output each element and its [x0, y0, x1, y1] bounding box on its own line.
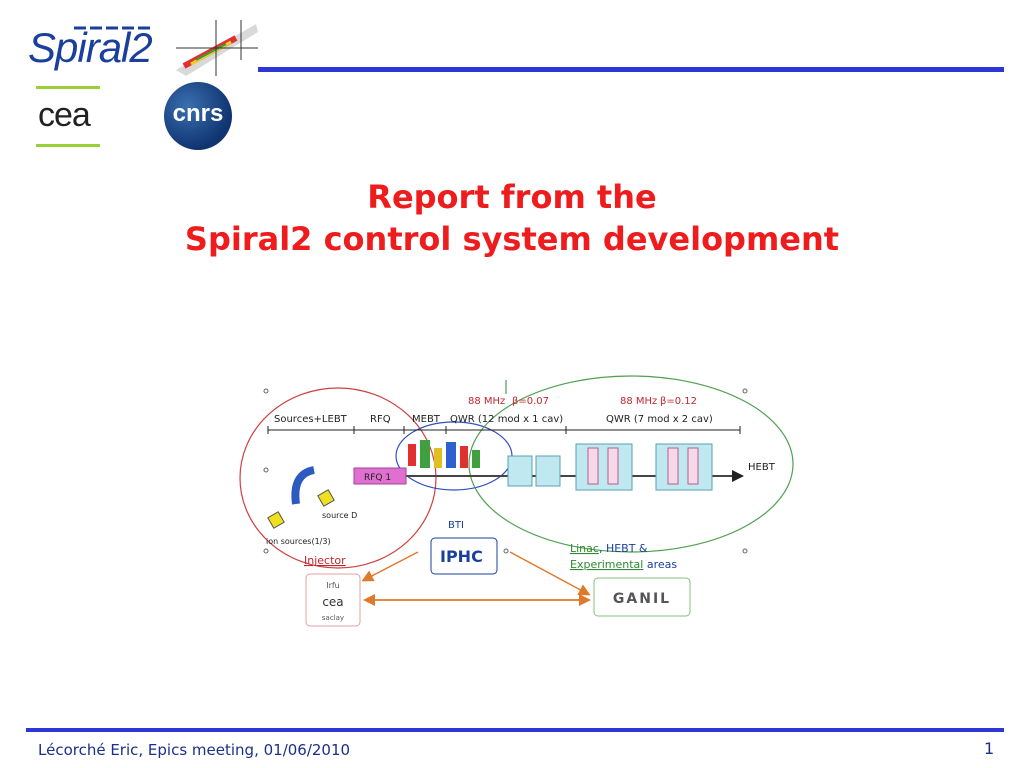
ion-source-d — [317, 489, 335, 507]
spiral2-logo — [26, 20, 258, 78]
section-rfq: RFQ — [370, 414, 391, 425]
irfu-line-3: saclay — [322, 614, 344, 622]
handle-dot — [503, 548, 509, 554]
title-line-1: Report from the — [367, 178, 657, 216]
experimental-label: Experimental areas — [570, 558, 677, 571]
footer-rule — [26, 728, 1004, 732]
cnrs-logo-text: cnrs — [172, 100, 224, 127]
freq2-label: 88 MHz — [620, 396, 657, 407]
experimental-rest: areas — [643, 558, 677, 571]
cnrs-logo — [164, 82, 232, 150]
linac-rest-1: , HEBT & — [599, 542, 648, 555]
spiral2-logo-graphic — [74, 20, 258, 76]
title-line-2: Spiral2 control system development — [184, 220, 840, 258]
mebt-elements — [408, 440, 480, 468]
ion-sources-label: ion sources(1/3) — [266, 537, 331, 546]
ion-source-1 — [267, 511, 285, 529]
injector-label: Injector — [304, 554, 346, 567]
spiral2-logo-text: Spiral2 — [28, 24, 153, 71]
ganil-logo-text: GANIL — [613, 591, 671, 607]
irfu-line-1: Irfu — [326, 581, 340, 590]
header-rule — [258, 67, 1004, 72]
arrow-iphc-ganil — [509, 551, 591, 596]
section-sources: Sources+LEBT — [274, 414, 348, 425]
source-bend — [291, 466, 316, 505]
injector-ellipse — [239, 387, 437, 569]
handle-dot — [742, 548, 748, 554]
beta1-label: β=0.07 — [512, 396, 549, 407]
linac-label: Linac, HEBT & — [570, 542, 648, 555]
handle-dot — [263, 467, 269, 473]
arrow-iphc-irfu — [361, 551, 419, 582]
cea-logo-rule-top — [36, 86, 100, 89]
slide-title: Report from the Spiral2 control system d… — [0, 176, 1024, 260]
page-number: 1 — [984, 739, 995, 758]
bti-label: BTI — [448, 520, 464, 531]
qwr2-modules — [575, 443, 713, 491]
source-d-label: source D — [322, 511, 357, 520]
iphc-logo-box — [430, 537, 498, 575]
handle-dot — [263, 548, 269, 554]
hebt-label: HEBT — [748, 462, 776, 473]
cea-logo-rule-bottom — [36, 144, 100, 147]
linac-ellipse — [468, 375, 794, 553]
handle-dot — [263, 388, 269, 394]
handle-dot — [742, 388, 748, 394]
rfq-box-label: RFQ 1 — [364, 473, 391, 483]
ganil-logo-box — [593, 577, 691, 617]
linac-word: Linac — [570, 542, 599, 555]
cea-logo: cea — [38, 96, 91, 134]
irfu-line-2: cea — [322, 595, 343, 609]
footer-author: Lécorché Eric, Epics meeting, 01/06/2010 — [38, 741, 351, 759]
section-mebt: MEBT — [412, 414, 441, 425]
section-qwr1: QWR (12 mod x 1 cav) — [450, 414, 563, 425]
section-qwr2: QWR (7 mod x 2 cav) — [606, 414, 713, 425]
freq1-label: 88 MHz — [468, 396, 505, 407]
accelerator-diagram: 88 MHz β=0.07 88 MHz β=0.12 Sources+LEBT… — [239, 375, 794, 627]
beta2-label: β=0.12 — [660, 396, 697, 407]
experimental-word: Experimental — [570, 558, 643, 571]
irfu-logo-box — [305, 573, 361, 627]
rfq-box — [353, 467, 407, 485]
iphc-logo-text: IPHC — [440, 547, 483, 566]
qwr1-modules — [507, 455, 561, 487]
